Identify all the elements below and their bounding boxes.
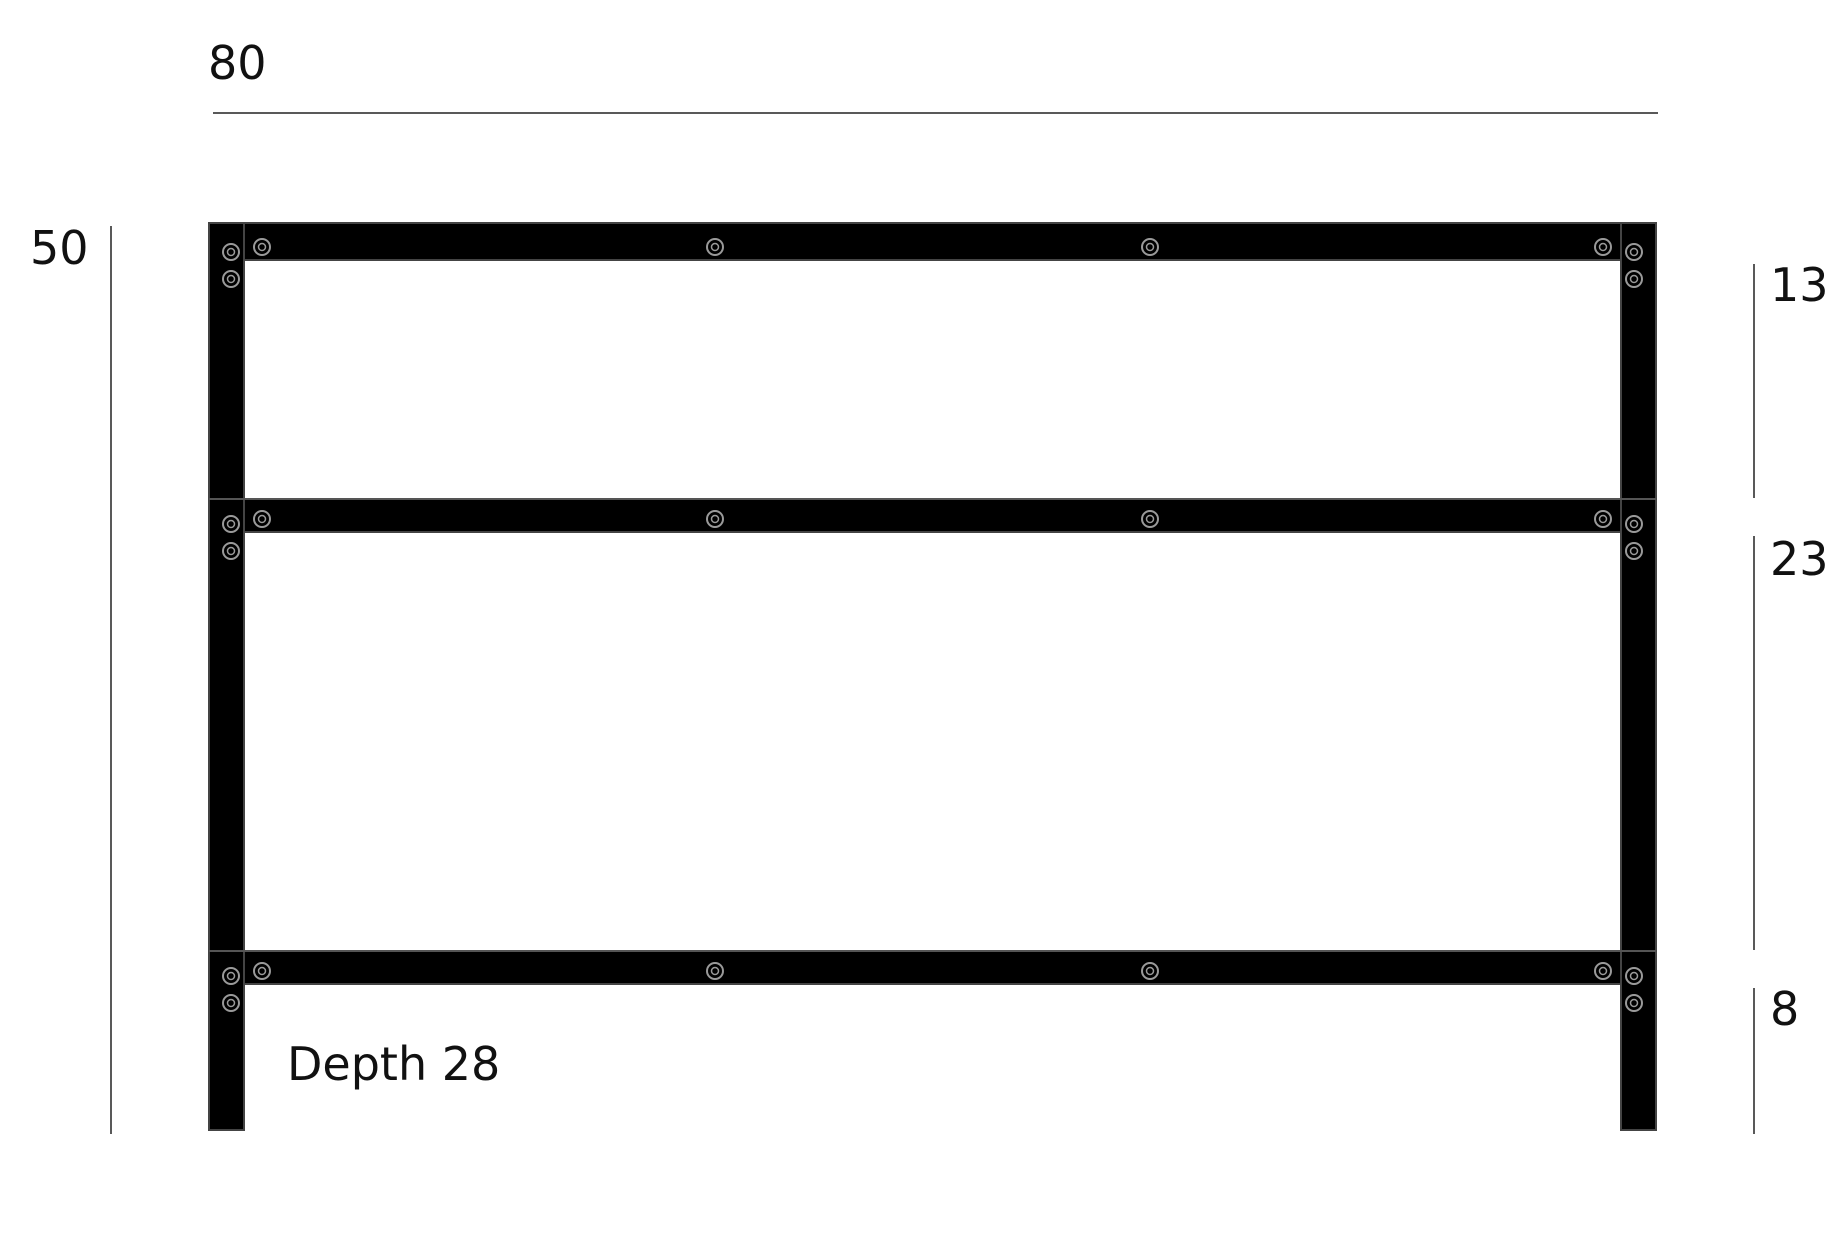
- shelf-frame: [208, 222, 1657, 1131]
- bolt-icon: [222, 994, 240, 1012]
- bolt-icon: [706, 510, 724, 528]
- bolt-icon: [1141, 510, 1159, 528]
- bolt-icon: [1625, 270, 1643, 288]
- bolt-icon: [222, 967, 240, 985]
- bolt-icon: [1594, 962, 1612, 980]
- dimension-lines: [110, 112, 1755, 1134]
- bolt-icon: [253, 238, 271, 256]
- bolt-group: [222, 238, 1643, 1012]
- bottom-rail: [243, 950, 1622, 985]
- bolt-icon: [1594, 510, 1612, 528]
- bolt-icon: [1625, 994, 1643, 1012]
- middle-rail: [243, 498, 1622, 533]
- section-bottom-label: 8: [1770, 982, 1800, 1036]
- bolt-icon: [706, 238, 724, 256]
- bolt-icon: [1594, 238, 1612, 256]
- bolt-icon: [222, 243, 240, 261]
- bolt-icon: [1625, 967, 1643, 985]
- top-rail: [243, 222, 1622, 261]
- section-middle-label: 23: [1770, 532, 1829, 586]
- bolt-icon: [222, 542, 240, 560]
- depth-label: Depth 28: [287, 1037, 501, 1091]
- bolt-icon: [222, 270, 240, 288]
- bolt-icon: [222, 515, 240, 533]
- bolt-icon: [1625, 542, 1643, 560]
- section-top-label: 13: [1770, 258, 1829, 312]
- bolt-icon: [706, 962, 724, 980]
- bolt-icon: [253, 510, 271, 528]
- bolt-icon: [1141, 962, 1159, 980]
- left-leg: [208, 222, 245, 1131]
- right-leg: [1620, 222, 1657, 1131]
- bolt-icon: [1625, 243, 1643, 261]
- bolt-icon: [253, 962, 271, 980]
- width-label: 80: [208, 36, 267, 90]
- bolt-icon: [1141, 238, 1159, 256]
- height-label: 50: [30, 221, 89, 275]
- bolt-icon: [1625, 515, 1643, 533]
